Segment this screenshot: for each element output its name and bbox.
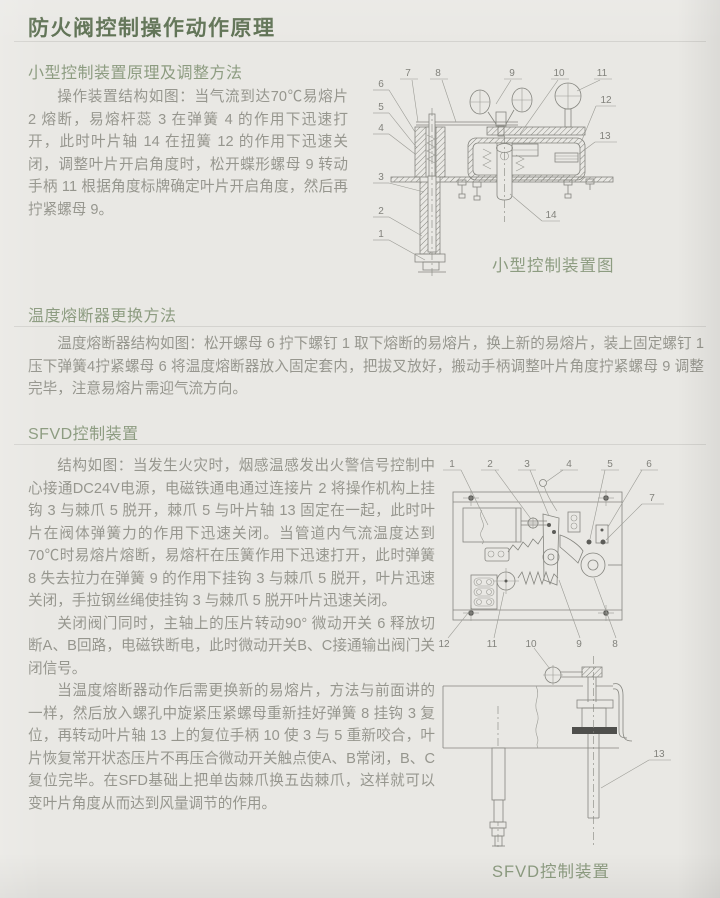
callout-13: 13 bbox=[599, 131, 611, 142]
callout-3: 3 bbox=[378, 172, 384, 183]
section1-paragraph: 操作装置结构如图：当气流到达70℃易熔片 2 熔断，易熔杆蕊 3 在弹簧 4 的… bbox=[28, 86, 348, 221]
callout-5: 5 bbox=[607, 459, 613, 470]
callout-11: 11 bbox=[487, 639, 498, 650]
callout-5: 5 bbox=[378, 102, 384, 113]
callout-10: 10 bbox=[553, 68, 565, 79]
paragraph: 温度熔断器结构如图：松开螺母 6 拧下螺钉 1 取下熔断的易熔片，换上新的易熔片… bbox=[28, 336, 704, 397]
figure2-caption: SFVD控制装置 bbox=[492, 863, 611, 881]
callout-8: 8 bbox=[612, 639, 618, 650]
callout-6: 6 bbox=[646, 459, 652, 470]
callout-12: 12 bbox=[438, 639, 450, 650]
callout-2: 2 bbox=[487, 459, 493, 470]
figure-sfvd-control-device: 1 2 3 4 5 6 7 12 11 10 9 8 1 bbox=[438, 459, 671, 848]
callout-10: 10 bbox=[525, 639, 537, 650]
paragraph: 操作装置结构如图：当气流到达70℃易熔片 2 熔断，易熔杆蕊 3 在弹簧 4 的… bbox=[28, 89, 348, 218]
callout-13: 13 bbox=[653, 749, 665, 760]
callout-4: 4 bbox=[566, 459, 572, 470]
callout-2: 2 bbox=[378, 206, 384, 217]
callout-9: 9 bbox=[509, 68, 515, 79]
callout-7: 7 bbox=[649, 493, 655, 504]
figure1-caption: 小型控制装置图 bbox=[492, 257, 615, 275]
callout-6: 6 bbox=[378, 79, 384, 90]
section1-heading: 小型控制装置原理及调整方法 bbox=[28, 65, 243, 82]
callout-4: 4 bbox=[378, 123, 384, 134]
callout-3: 3 bbox=[524, 459, 530, 470]
title-divider bbox=[14, 41, 706, 42]
page-title: 防火阀控制操作动作原理 bbox=[28, 16, 276, 40]
paragraph: 关闭阀门同时，主轴上的压片转动90° 微动开关 6 释放切断A、B回路，电磁铁断… bbox=[28, 615, 435, 677]
section2-paragraph: 温度熔断器结构如图：松开螺母 6 拧下螺钉 1 取下熔断的易熔片，换上新的易熔片… bbox=[28, 333, 704, 401]
paragraph: 当温度熔断器动作后需更换新的易熔片，方法与前面讲的一样，然后放入螺孔中旋紧压紧螺… bbox=[28, 683, 435, 812]
callout-8: 8 bbox=[435, 68, 441, 79]
callout-7: 7 bbox=[405, 68, 411, 79]
callout-11: 11 bbox=[597, 68, 608, 79]
section3-heading: SFVD控制装置 bbox=[28, 426, 139, 443]
callout-9: 9 bbox=[576, 639, 582, 650]
section3-paragraphs: 结构如图：当发生火灾时，烟感温感发出火警信号控制中心接通DC24V电源，电磁铁通… bbox=[28, 455, 435, 815]
callout-12: 12 bbox=[600, 95, 612, 106]
section2-divider bbox=[14, 326, 706, 327]
figure-small-control-device: 7 8 9 10 11 6 5 4 3 2 1 12 13 14 bbox=[373, 68, 617, 276]
callout-1: 1 bbox=[449, 459, 455, 470]
callout-1: 1 bbox=[378, 229, 384, 240]
callout-14: 14 bbox=[545, 210, 557, 221]
section2-heading: 温度熔断器更换方法 bbox=[28, 308, 177, 325]
paragraph: 结构如图：当发生火灾时，烟感温感发出火警信号控制中心接通DC24V电源，电磁铁通… bbox=[28, 458, 435, 609]
section3-divider bbox=[14, 444, 706, 445]
